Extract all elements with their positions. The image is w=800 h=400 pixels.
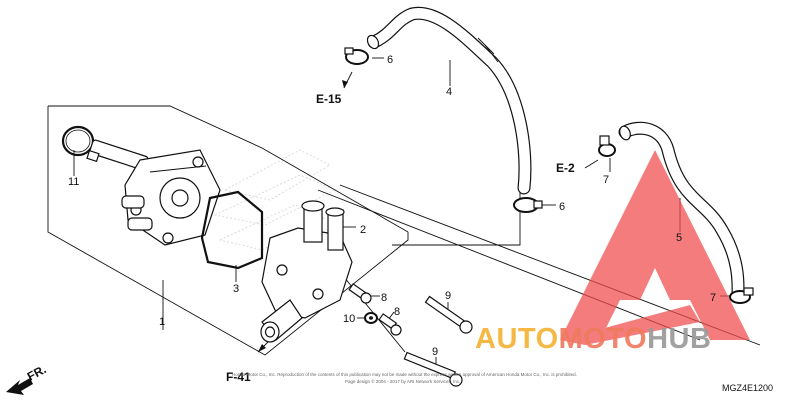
callout-6a: 6 bbox=[387, 54, 393, 66]
copyright-line-1: Honda Motor Co., Inc. Reproduction of th… bbox=[232, 372, 577, 377]
diagram-code: MGZ4E1200 bbox=[722, 383, 773, 393]
callout-4: 4 bbox=[446, 86, 452, 98]
callout-7a: 7 bbox=[603, 174, 609, 186]
svg-text:AUTOMOTOHUB: AUTOMOTOHUB bbox=[475, 323, 711, 355]
callout-10: 10 bbox=[343, 313, 355, 325]
ref-e2: E-2 bbox=[556, 161, 575, 175]
flange-bolts bbox=[348, 283, 402, 336]
callout-labels: 1 2 3 4 5 6 6 7 7 8 8 9 9 10 11 bbox=[68, 54, 716, 358]
water-hose-upper bbox=[366, 6, 532, 195]
water-hose-lower bbox=[618, 121, 745, 301]
callout-7b: 7 bbox=[710, 292, 716, 304]
watermark-auto: AUTO bbox=[475, 323, 559, 355]
ref-e15: E-15 bbox=[316, 92, 342, 106]
callout-6b: 6 bbox=[559, 201, 565, 213]
thermostat-housing bbox=[260, 200, 353, 343]
callout-2: 2 bbox=[360, 224, 366, 236]
front-indicator: FR. bbox=[6, 362, 48, 395]
reference-tags: E-15 E-2 F-41 bbox=[226, 92, 575, 384]
sealing-washer bbox=[364, 312, 378, 324]
callout-1: 1 bbox=[159, 316, 165, 328]
callout-9b: 9 bbox=[432, 346, 438, 358]
hose-clamp-7b bbox=[729, 287, 754, 304]
callout-8a: 8 bbox=[381, 292, 387, 304]
ref-f41: F-41 bbox=[226, 370, 251, 384]
callout-8b: 8 bbox=[394, 306, 400, 318]
gasket bbox=[200, 190, 264, 270]
callout-9a: 9 bbox=[445, 290, 451, 302]
callout-5: 5 bbox=[676, 232, 682, 244]
assembly-box bbox=[47, 105, 409, 356]
hose-clamp-7a bbox=[598, 135, 616, 157]
hose-clamp-6b bbox=[513, 197, 543, 213]
watermark-moto: MOTO bbox=[559, 323, 647, 355]
front-arrow-icon bbox=[6, 378, 33, 395]
copyright-line-2: Page design © 2004 - 2017 by ARI Network… bbox=[345, 378, 460, 384]
watermark-text: AUTOMOTOHUB bbox=[475, 323, 711, 355]
callout-3: 3 bbox=[233, 283, 239, 295]
water-pump bbox=[86, 139, 221, 246]
watermark-hub: HUB bbox=[647, 323, 711, 355]
copyright-notice: Honda Motor Co., Inc. Reproduction of th… bbox=[232, 372, 577, 384]
o-ring bbox=[61, 125, 95, 157]
callout-11: 11 bbox=[68, 176, 79, 188]
long-bolts bbox=[403, 295, 473, 387]
hose-clamp-6a bbox=[344, 47, 369, 65]
watermark-logo bbox=[560, 150, 750, 345]
